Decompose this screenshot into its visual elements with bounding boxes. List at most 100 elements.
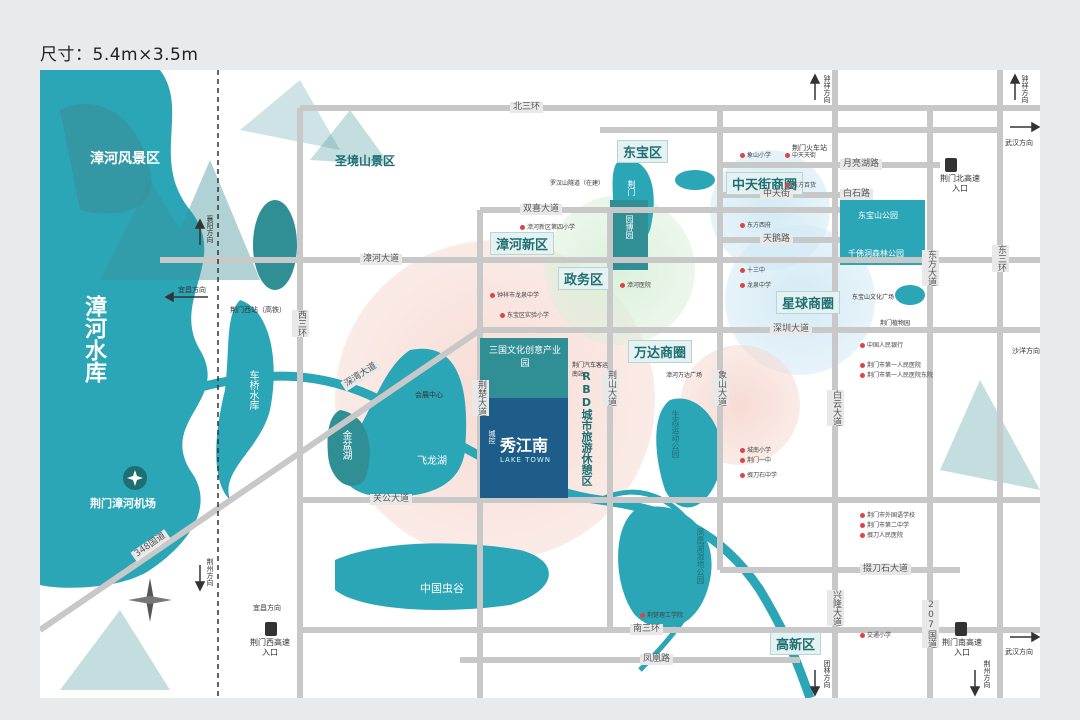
jingmen-park-label: 荆门 [627, 180, 636, 196]
cheqiao-reservoir-shape [216, 300, 274, 500]
tianpeng-road-label: 天鹅路 [760, 234, 794, 245]
zhengwu-district-label: 政务区 [558, 267, 610, 290]
dongsan-road-label: 东三环 [992, 245, 1009, 272]
eco-park-label: 生态运动公园 [671, 410, 680, 458]
wanda-district-label: 万达商圈 [628, 340, 693, 363]
fenghuang-park-shape [618, 506, 712, 629]
xingqiu-district-label: 星球商圈 [776, 291, 841, 314]
eco-park-shape [656, 398, 722, 508]
wuhan-ne-direction: 武汉方向 [1005, 139, 1033, 147]
compass-icon [128, 578, 172, 622]
poi-item: 掇刀人民医院 [860, 530, 903, 539]
poi-item: 东方百货 [785, 180, 816, 189]
zhanghe-new-district-label: 漳河新区 [490, 232, 555, 255]
west3-road-label: 西三环 [292, 310, 309, 337]
cheqiao-label: 车桥水库 [247, 370, 258, 410]
zhanghe-road-label: 漳河大道 [360, 254, 403, 265]
chinese-valley-label: 中国虫谷 [420, 582, 464, 595]
south-exit-label: 荆门南高速入口 [942, 638, 982, 657]
conference-center-label: 会展中心 [415, 391, 443, 399]
project-logo-name: 秀江南 [500, 436, 549, 455]
poi-item: 漳河医院 [620, 280, 651, 289]
poi-item: 钟祥市龙泉中学 [490, 290, 539, 299]
jingshan-road-label: 荆山大道 [602, 370, 619, 406]
location-map: 漳河风景区 漳河水库 车桥水库 金盆湖 飞龙湖 圣境山景区 中国虫谷 生态运动公… [40, 70, 1040, 698]
feilong-lake-shape [339, 348, 467, 497]
airport-label: 荆门漳河机场 [90, 497, 156, 510]
gaoxin-district-label: 高新区 [770, 632, 822, 655]
size-label: 尺寸：5.4m×3.5m [40, 45, 199, 65]
zhanghe-scenic-label: 漳河风景区 [90, 151, 160, 167]
dongbao-district-label: 东宝区 [617, 140, 669, 163]
poi-item: 交通小学 [860, 630, 891, 639]
poi-item: 城南小学 [740, 445, 771, 454]
shayang-direction: 沙洋方向 [1012, 347, 1040, 355]
poi-item: 龙泉中学 [740, 280, 771, 289]
dongbaoshan-box [840, 200, 925, 265]
wuhan-se-direction: 武汉方向 [1005, 648, 1033, 656]
poi-item: 十三中 [740, 265, 765, 274]
project-logo-en: LAKE TOWN [500, 456, 552, 464]
poi-item: 掇刀石中学 [740, 470, 777, 479]
xiongdao-road-label: 掇刀石大道 [860, 564, 912, 575]
jinpen-label: 金盆湖 [340, 430, 351, 460]
baiyun-road-label: 白云大道 [827, 390, 844, 426]
poi-item: 荆门市第一人民医院东院 [860, 370, 933, 379]
dongbaoshan-label: 东宝山公园 [858, 211, 898, 220]
poi-item: 荆门一中 [740, 455, 771, 464]
train-station-label: 荆门火车站 [792, 144, 827, 152]
yueliang-road-label: 月亮湖路 [840, 159, 883, 170]
museum-label: 荆门植物园 [880, 320, 911, 327]
fenghuang-road-label: 凤凰路 [640, 654, 674, 665]
south3-road-label: 南三环 [630, 624, 664, 635]
poi-item: 东宝区实验小学 [500, 310, 549, 319]
xiangshan-plaza-label: 东宝山文化广场 [852, 294, 895, 301]
jingzhou-direction: 荆州方向 [206, 558, 214, 586]
xiangyang-direction: 襄阳方向 [206, 215, 214, 243]
west-exit-label: 荆门西高速入口 [250, 638, 290, 657]
poi-item: 东方西府 [740, 220, 771, 229]
north-exit-label: 荆门北高速入口 [940, 174, 980, 193]
poi-item: 荆门市外国语学校 [860, 510, 915, 519]
poi-item: 中天天街 [785, 150, 816, 159]
yichang-w-direction: 宜昌方向 [178, 286, 206, 294]
wanda-plaza-label: 漳河万达广场 [666, 372, 703, 379]
xinglong-road-label: 兴隆大道 [827, 590, 844, 626]
tunnel-label: 罗汉山隧道（在建） [550, 180, 605, 187]
feilong-label: 飞龙湖 [417, 456, 447, 467]
road207-label: 207国道 [922, 600, 939, 648]
zhongxiang-ne-direction: 钟祥方向 [1021, 75, 1029, 103]
north3-road-label: 北三环 [510, 102, 544, 113]
fenghuang-park-label: 凤凰湖湿地公园 [696, 528, 705, 584]
shengjingshan-label: 圣境山景区 [335, 154, 396, 168]
west-station-label: 荆门西站（高铁） [230, 306, 286, 314]
yuanbo-label: 园博园 [625, 215, 634, 239]
poi-item: 漳河新区第四小学 [520, 222, 575, 231]
shuanggao-road-label: 双喜大道 [520, 204, 563, 215]
yichang-sw-direction: 宜昌方向 [253, 604, 281, 612]
jingchu-road-label: 荆楚大道 [472, 380, 489, 416]
rbd-label: RBD城市旅游休憩区 [580, 370, 593, 486]
guangong-road-label: 关公大道 [370, 494, 413, 505]
project-logo-top: 城控 [488, 430, 496, 444]
jingmen-s-direction: 荆州方向 [983, 660, 991, 688]
poi-item: 荆楚理工学院 [640, 610, 683, 619]
baishi-road-label: 白石路 [840, 189, 874, 200]
industrial-park-label: 三国文化创意产业园 [488, 346, 561, 369]
bus-station-label: 荆门汽车客运南站 [572, 362, 609, 378]
map-base [40, 70, 1040, 698]
zhongtianjie-road-label: 中天街 [760, 189, 794, 200]
zhongxiang-n-direction: 钟祥方向 [823, 75, 831, 103]
airplane-icon [123, 466, 147, 490]
xiangshan-road-label: 象山大道 [712, 370, 729, 406]
zhanghe-reservoir-label: 漳河水库 [81, 295, 106, 383]
shenzhen-road-label: 深圳大道 [770, 324, 813, 335]
qianfo-label: 千佛洞森林公园 [848, 249, 904, 258]
chinese-valley-shape [335, 543, 549, 610]
poi-item: 象山小学 [740, 150, 771, 159]
tuanlin-direction: 团林方向 [823, 660, 831, 688]
poi-item: 中国人民银行 [860, 340, 903, 349]
poi-item: 荆门市第二中学 [860, 520, 909, 529]
poi-item: 荆门市第一人民医院 [860, 360, 921, 369]
dongfang-road-label: 东方大道 [922, 250, 939, 286]
